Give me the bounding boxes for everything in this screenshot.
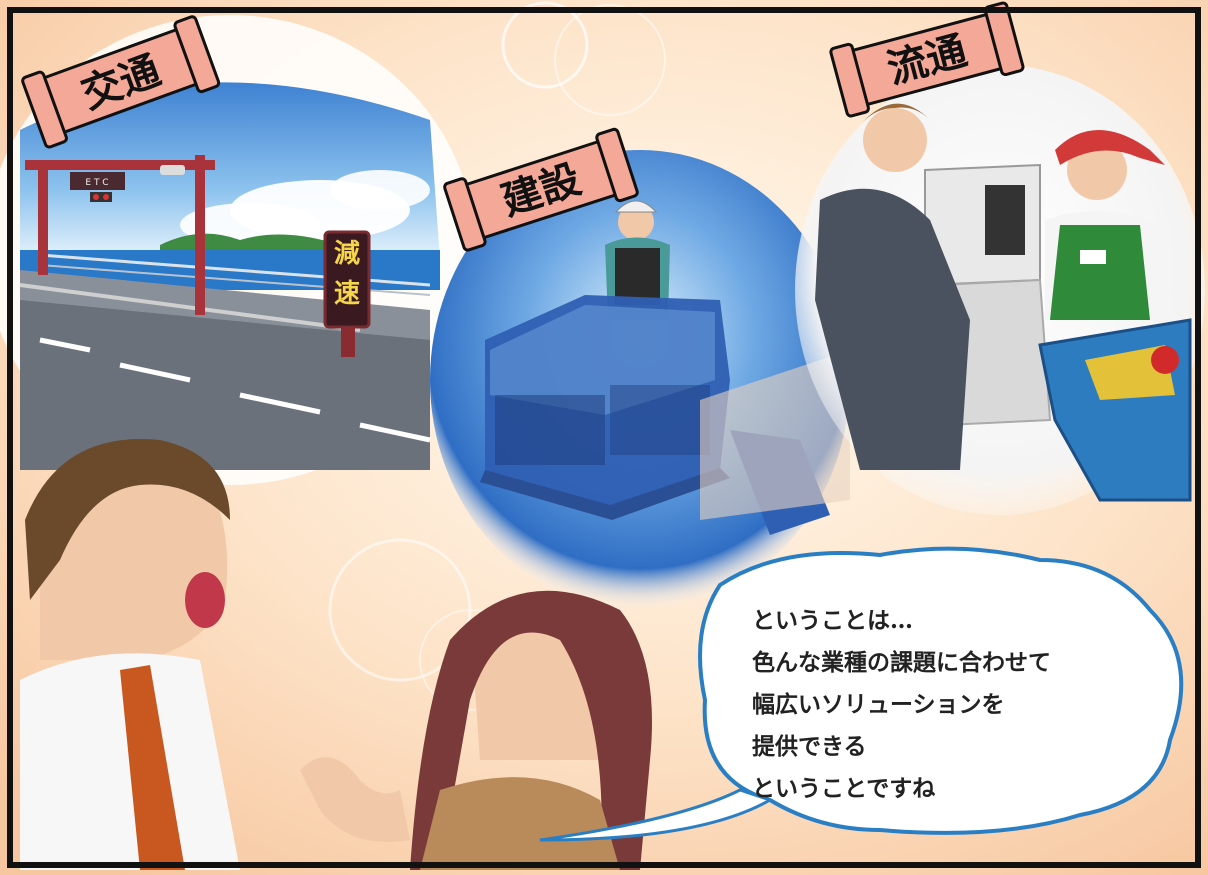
bubble-line-1: ということは… [752, 607, 913, 634]
bubble-line-4: 提供できる [752, 733, 867, 760]
banner-distribution: 流通 [829, 1, 1025, 118]
bubble-line-2: 色んな業種の課題に合わせて [752, 649, 1051, 676]
bubble-line-3: 幅広いソリューションを [752, 691, 1005, 718]
man-character [20, 439, 240, 870]
etc-sign-text: E T C [85, 178, 108, 188]
speech-bubble: ということは… 色んな業種の課題に合わせて 幅広いソリューションを 提供できる … [539, 546, 1184, 842]
bubble-line-5: ということですね [752, 775, 935, 802]
panel-border [7, 7, 1201, 868]
speech-bubble-shape [698, 546, 1184, 835]
etc-sign [70, 172, 125, 190]
construction-scene [430, 150, 850, 610]
sign-char-1: 減 [334, 239, 360, 269]
speech-bubble-tail [539, 788, 774, 842]
sign-char-2: 速 [334, 279, 360, 309]
woman-character [300, 590, 652, 870]
traffic-scene: E T C 減 速 [0, 15, 475, 485]
distribution-scene [795, 65, 1205, 515]
